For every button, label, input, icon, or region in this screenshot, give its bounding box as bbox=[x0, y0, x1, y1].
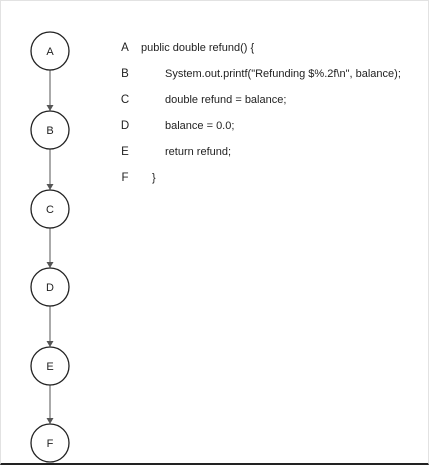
code-line-label: C bbox=[120, 94, 130, 106]
node-b-circle bbox=[30, 110, 70, 150]
node-c-label: C bbox=[46, 204, 54, 216]
node-b-label: B bbox=[46, 125, 53, 137]
arrowhead-e-f bbox=[46, 418, 54, 424]
node-f-label: F bbox=[47, 438, 54, 450]
code-line-text: double refund = balance; bbox=[165, 94, 287, 106]
code-line-label: F bbox=[121, 172, 129, 184]
code-line-text: } bbox=[152, 172, 156, 184]
code-line-label: A bbox=[121, 42, 129, 54]
node-a-label: A bbox=[46, 46, 54, 58]
node-c-circle bbox=[30, 189, 70, 229]
code-line-text: System.out.printf("Refunding $%.2f\n", b… bbox=[165, 68, 401, 80]
node-a-circle bbox=[30, 31, 70, 71]
code-line-label: D bbox=[120, 120, 130, 132]
code-line-text: balance = 0.0; bbox=[165, 120, 235, 132]
node-d-circle bbox=[30, 267, 70, 307]
code-line-label: E bbox=[121, 146, 129, 158]
node-f-circle bbox=[30, 423, 70, 463]
node-e-label: E bbox=[46, 361, 53, 373]
node-d-label: D bbox=[46, 282, 54, 294]
arrowhead-c-d bbox=[46, 262, 54, 268]
code-line-text: return refund; bbox=[165, 146, 232, 158]
node-e-circle bbox=[30, 346, 70, 386]
code-line-text: public double refund() { bbox=[141, 42, 255, 54]
arrowhead-a-b bbox=[46, 105, 54, 111]
code-line-label: B bbox=[121, 68, 129, 80]
arrowhead-d-e bbox=[46, 341, 54, 347]
arrowhead-b-c bbox=[46, 184, 54, 190]
